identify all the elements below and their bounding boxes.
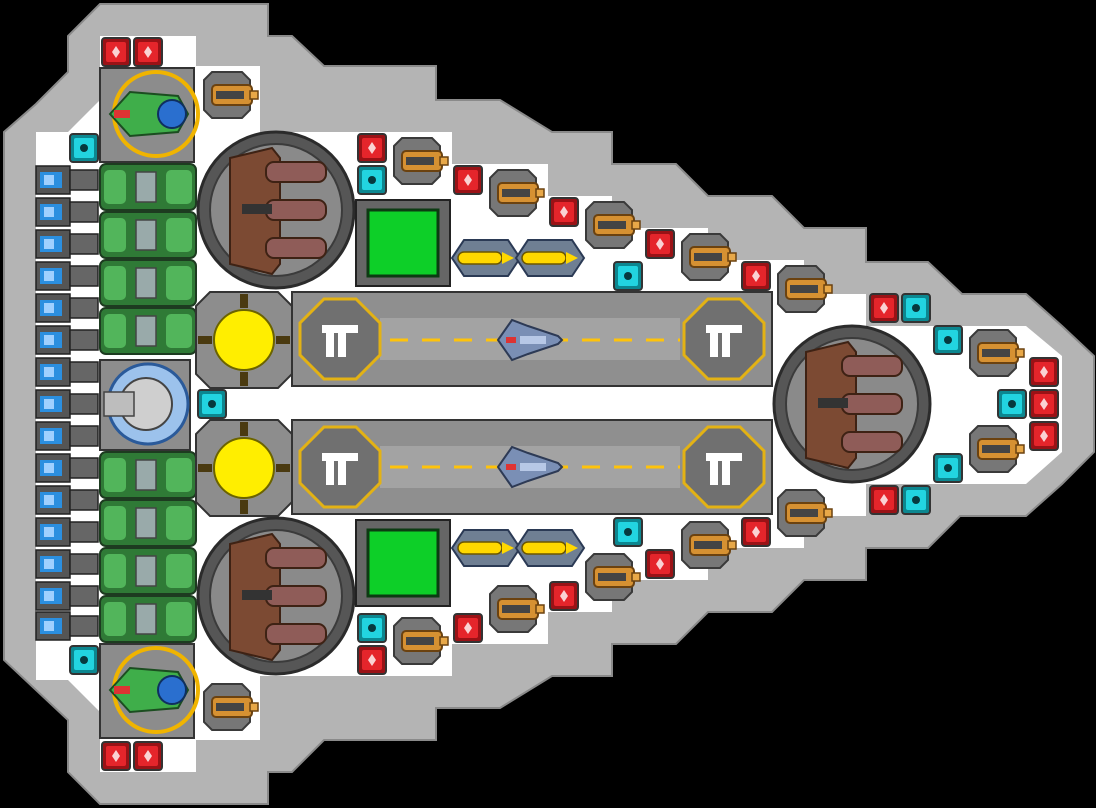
fuel-tank-icon[interactable] (99, 307, 197, 355)
shield-block-icon[interactable] (933, 325, 963, 355)
reactor-core-icon[interactable] (195, 291, 293, 389)
fuel-tank-icon[interactable] (99, 163, 197, 211)
ammo-block-icon[interactable] (645, 229, 675, 259)
turret-icon[interactable] (969, 329, 1025, 377)
engine-core-module[interactable] (99, 359, 191, 451)
landing-pad-icon (682, 297, 766, 381)
missile-pod-icon[interactable] (515, 239, 585, 277)
thruster-nozzle-icon[interactable] (35, 293, 99, 323)
ammo-block-icon[interactable] (453, 613, 483, 643)
shield-block-icon[interactable] (613, 517, 643, 547)
ammo-block-icon[interactable] (549, 197, 579, 227)
turret-icon[interactable] (393, 617, 449, 665)
cargo-bay-icon[interactable] (354, 198, 452, 288)
shield-block-icon[interactable] (933, 453, 963, 483)
shield-block-icon[interactable] (613, 261, 643, 291)
thruster-nozzle-icon[interactable] (35, 581, 99, 611)
turret-icon[interactable] (393, 137, 449, 185)
landing-pad-icon (298, 297, 382, 381)
thruster-nozzle-icon[interactable] (35, 325, 99, 355)
turret-icon[interactable] (681, 233, 737, 281)
heavy-cannon-icon[interactable] (196, 130, 356, 290)
reactor-core-icon[interactable] (195, 419, 293, 517)
thruster-nozzle-icon[interactable] (35, 611, 99, 641)
thruster-nozzle-icon[interactable] (35, 485, 99, 515)
ammo-block-icon[interactable] (1029, 389, 1059, 419)
fuel-tank-icon[interactable] (99, 547, 197, 595)
fuel-tank-icon[interactable] (99, 259, 197, 307)
ammo-block-icon[interactable] (133, 741, 163, 771)
fuel-tank-icon[interactable] (99, 451, 197, 499)
cargo-bay-icon[interactable] (354, 518, 452, 608)
thruster-nozzle-icon[interactable] (35, 517, 99, 547)
thruster-nozzle-icon[interactable] (35, 357, 99, 387)
turret-icon[interactable] (777, 265, 833, 313)
ammo-block-icon[interactable] (1029, 357, 1059, 387)
ammo-block-icon[interactable] (1029, 421, 1059, 451)
fuel-tank-icon[interactable] (99, 211, 197, 259)
ammo-block-icon[interactable] (869, 485, 899, 515)
hangar-bay-bottom[interactable] (291, 419, 773, 515)
missile-pod-icon[interactable] (515, 529, 585, 567)
shield-block-icon[interactable] (69, 645, 99, 675)
hangar-bay-top[interactable] (291, 291, 773, 387)
turret-icon[interactable] (585, 201, 641, 249)
ammo-block-icon[interactable] (741, 261, 771, 291)
turret-icon[interactable] (681, 521, 737, 569)
thruster-array[interactable] (35, 165, 99, 641)
thruster-nozzle-icon[interactable] (35, 421, 99, 451)
turret-icon[interactable] (969, 425, 1025, 473)
thruster-nozzle-icon[interactable] (35, 261, 99, 291)
ammo-block-icon[interactable] (357, 133, 387, 163)
landing-pad-icon (298, 425, 382, 509)
thruster-nozzle-icon[interactable] (35, 549, 99, 579)
ammo-block-icon[interactable] (645, 549, 675, 579)
shield-block-icon[interactable] (357, 165, 387, 195)
ammo-block-icon[interactable] (101, 741, 131, 771)
ammo-block-icon[interactable] (549, 581, 579, 611)
ammo-block-icon[interactable] (133, 37, 163, 67)
ammo-block-icon[interactable] (453, 165, 483, 195)
landing-pad-icon (682, 425, 766, 509)
shield-block-icon[interactable] (901, 293, 931, 323)
thruster-nozzle-icon[interactable] (35, 229, 99, 259)
shield-block-icon[interactable] (901, 485, 931, 515)
turret-icon[interactable] (777, 489, 833, 537)
turret-icon[interactable] (585, 553, 641, 601)
cockpit-module-icon[interactable] (98, 642, 200, 740)
ammo-block-icon[interactable] (741, 517, 771, 547)
heavy-cannon-icon[interactable] (772, 324, 932, 484)
missile-pod-icon[interactable] (451, 529, 521, 567)
thruster-nozzle-icon[interactable] (35, 197, 99, 227)
cockpit-module-icon[interactable] (98, 66, 200, 164)
shield-block-icon[interactable] (357, 613, 387, 643)
ammo-block-icon[interactable] (357, 645, 387, 675)
turret-icon[interactable] (203, 683, 259, 731)
ammo-block-icon[interactable] (101, 37, 131, 67)
thruster-nozzle-icon[interactable] (35, 165, 99, 195)
turret-icon[interactable] (203, 71, 259, 119)
turret-icon[interactable] (489, 585, 545, 633)
fuel-tank-icon[interactable] (99, 499, 197, 547)
thruster-nozzle-icon[interactable] (35, 453, 99, 483)
shield-block-icon[interactable] (69, 133, 99, 163)
fuel-tank-icon[interactable] (99, 595, 197, 643)
shield-block-icon[interactable] (997, 389, 1027, 419)
turret-icon[interactable] (489, 169, 545, 217)
missile-pod-icon[interactable] (451, 239, 521, 277)
ammo-block-icon[interactable] (869, 293, 899, 323)
thruster-nozzle-icon[interactable] (35, 389, 99, 419)
shield-block-icon[interactable] (197, 389, 227, 419)
heavy-cannon-icon[interactable] (196, 516, 356, 676)
